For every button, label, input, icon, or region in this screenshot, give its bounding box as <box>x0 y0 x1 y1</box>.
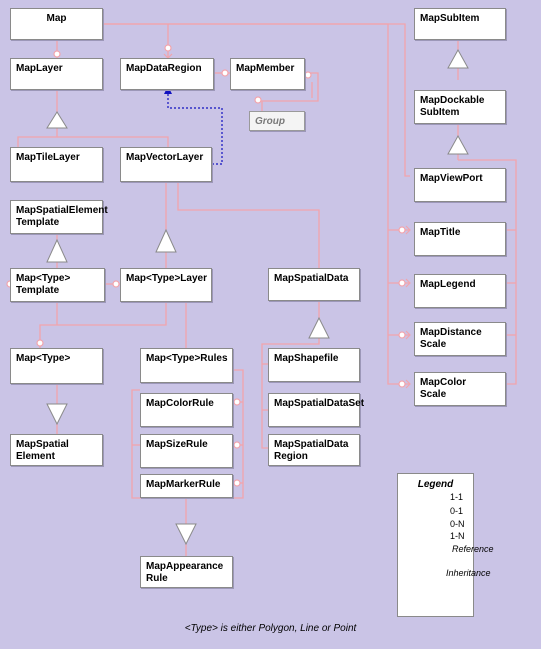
node-map-spatial-element[interactable]: MapSpatial Element <box>10 434 103 466</box>
legend-zero-to-one: 0-1 <box>450 506 464 516</box>
node-map-type[interactable]: Map<Type> <box>10 348 103 384</box>
legend-panel: Legend 1-1 0-1 0-N 1-N Reference Inherit… <box>397 473 494 617</box>
node-map-marker-rule[interactable]: MapMarkerRule <box>140 474 233 498</box>
legend-title: Legend <box>417 479 454 490</box>
legend-one-to-n: 1-N <box>450 531 465 541</box>
node-map-spatial-data-region[interactable]: MapSpatialData Region <box>268 434 360 466</box>
node-map-dockable-sub-item[interactable]: MapDockable SubItem <box>414 90 506 124</box>
node-group[interactable]: Group <box>249 111 305 131</box>
legend-reference: Reference <box>452 544 494 554</box>
node-map-layer[interactable]: MapLayer <box>10 58 103 90</box>
node-map-type-template[interactable]: Map<Type> Template <box>10 268 105 302</box>
node-map-shapefile[interactable]: MapShapefile <box>268 348 360 382</box>
node-map-distance-scale[interactable]: MapDistance Scale <box>414 322 506 356</box>
node-map-tile-layer[interactable]: MapTileLayer <box>10 147 103 182</box>
node-map-color-rule[interactable]: MapColorRule <box>140 393 233 427</box>
legend-inheritance: Inheritance <box>446 568 491 578</box>
node-map-size-rule[interactable]: MapSizeRule <box>140 434 233 468</box>
node-map-appearance-rule[interactable]: MapAppearance Rule <box>140 556 233 588</box>
node-map-title[interactable]: MapTitle <box>414 222 506 256</box>
node-map-type-rules[interactable]: Map<Type>Rules <box>140 348 233 383</box>
node-map-member[interactable]: MapMember <box>230 58 305 90</box>
node-map-spatial-element-template[interactable]: MapSpatialElement Template <box>10 200 108 234</box>
node-map-vector-layer[interactable]: MapVectorLayer <box>120 147 212 182</box>
legend-zero-to-n: 0-N <box>450 519 465 529</box>
node-map-view-port[interactable]: MapViewPort <box>414 168 506 202</box>
footnote: <Type> is either Polygon, Line or Point <box>184 623 357 634</box>
node-map-spatial-data[interactable]: MapSpatialData <box>268 268 360 301</box>
legend-one-to-one: 1-1 <box>450 492 464 502</box>
node-map-legend[interactable]: MapLegend <box>414 274 506 308</box>
node-map-data-region[interactable]: MapDataRegion <box>120 58 214 90</box>
node-map-type-layer[interactable]: Map<Type>Layer <box>120 268 212 302</box>
node-map-color-scale[interactable]: MapColor Scale <box>414 372 506 406</box>
node-map-spatial-data-set[interactable]: MapSpatialDataSet <box>268 393 364 427</box>
node-map-sub-item[interactable]: MapSubItem <box>414 8 506 40</box>
node-map[interactable]: Map <box>10 8 103 40</box>
